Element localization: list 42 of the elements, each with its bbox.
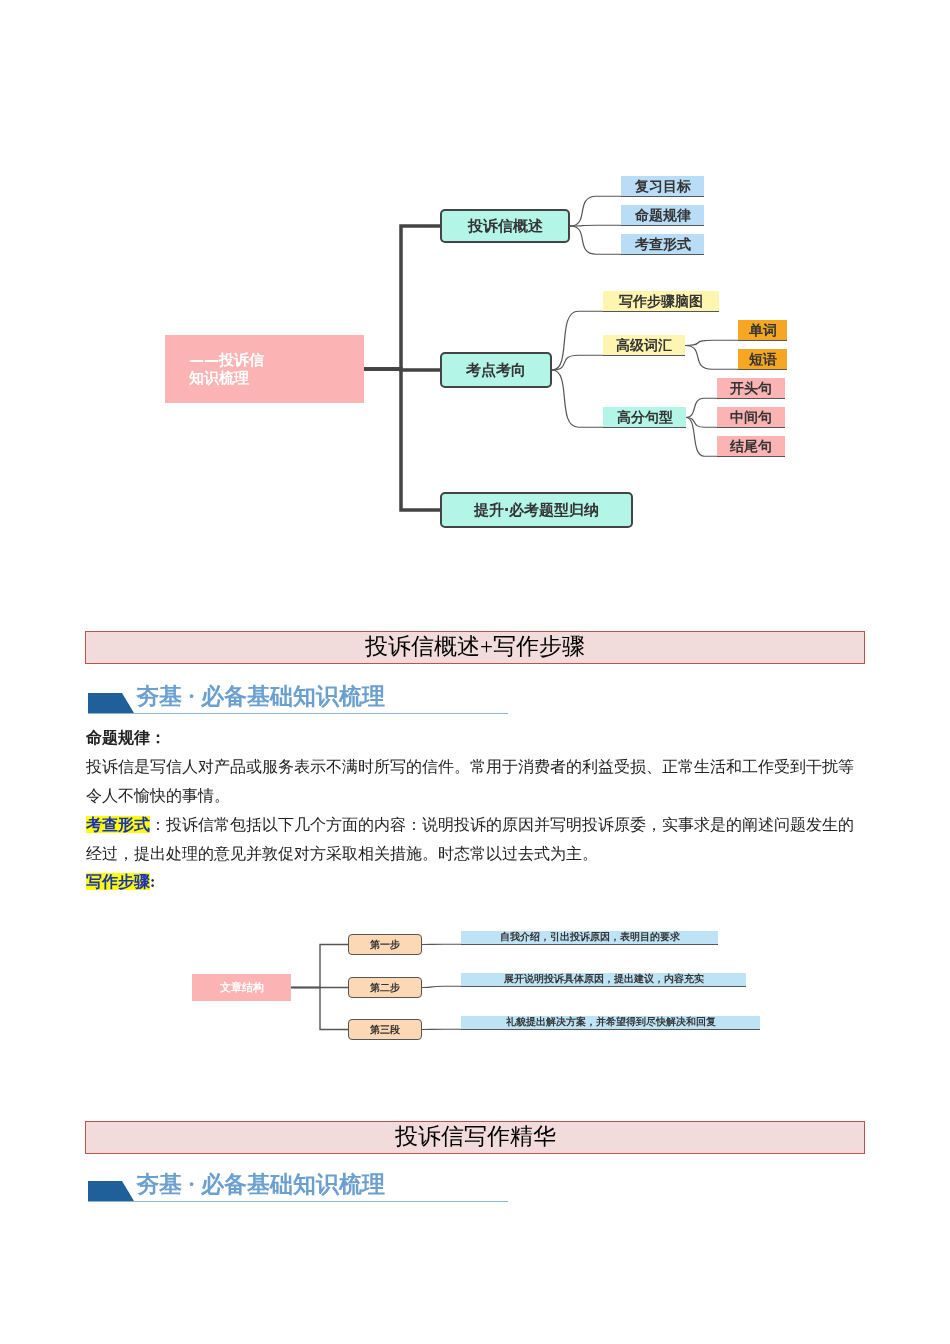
subtopic-box: 复习目标 [621,176,704,197]
subtopic-box: 高分句型 [603,407,686,428]
subtopic-box: 写作步骤脑图 [603,291,719,312]
section-heading: 夯基 · 必备基础知识梳理 [136,683,386,711]
subtopic-box: 中间句 [717,407,785,428]
subtopic-box: 考查形式 [621,234,704,255]
root-box: 文章结构 [192,974,291,1001]
subtopic-box: 结尾句 [717,436,785,457]
section-banner: 投诉信概述+写作步骤 [85,631,865,664]
description-box: 展开说明投诉具体原因，提出建议，内容充实 [461,973,746,987]
topic-box: 投诉信概述 [440,209,570,243]
connector-line [684,344,739,370]
topic-box: 考点考向 [440,352,552,388]
section-heading: 夯基 · 必备基础知识梳理 [136,1171,386,1199]
section-banner: 投诉信写作精华 [85,1121,865,1154]
subtopic-box: 短语 [738,349,787,370]
connector-line [569,224,622,227]
description-box: 自我介绍，引出投诉原因，表明目的要求 [461,931,718,945]
subtopic-box: 开头句 [717,378,785,399]
paragraph: 考查形式：投诉信常包括以下几个方面的内容：说明投诉的原因并写明投诉原委，实事求是的阐述问题发生的经过，提出处理的意见并敦促对方采取相关措施。时态常以过去式为主。 [86,815,855,864]
paragraph: 投诉信是写信人对产品或服务表示不满时所写的信件。常用于消费者的利益受损、正常生活和工作受到干扰等令人不愉快的事情。 [86,757,855,806]
connector-line [685,397,718,419]
connector-line [569,225,622,255]
step-box: 第一步 [348,934,422,955]
connector-line [364,367,440,512]
connector-line [685,416,718,457]
connector-line [421,1028,462,1031]
connector-line [551,354,604,371]
paragraph-heading: 命题规律： [86,728,167,748]
subtopic-box: 高级词汇 [603,335,685,356]
topic-box: 提升·必考题型归纳 [440,492,633,528]
description-box: 礼貌提出解决方案，并希望得到尽快解决和回复 [461,1016,760,1030]
root-box: ——投诉信 知识梳理 [165,335,364,403]
connector-line [290,986,349,1031]
step-box: 第三段 [348,1019,422,1040]
step-box: 第二步 [348,977,422,998]
connector-line [551,369,604,428]
subtopic-box: 单词 [738,320,787,341]
paragraph-heading: 写作步骤: [86,872,157,892]
connector-line [421,943,462,946]
subtopic-box: 命题规律 [621,205,704,226]
connector-line [421,985,462,989]
